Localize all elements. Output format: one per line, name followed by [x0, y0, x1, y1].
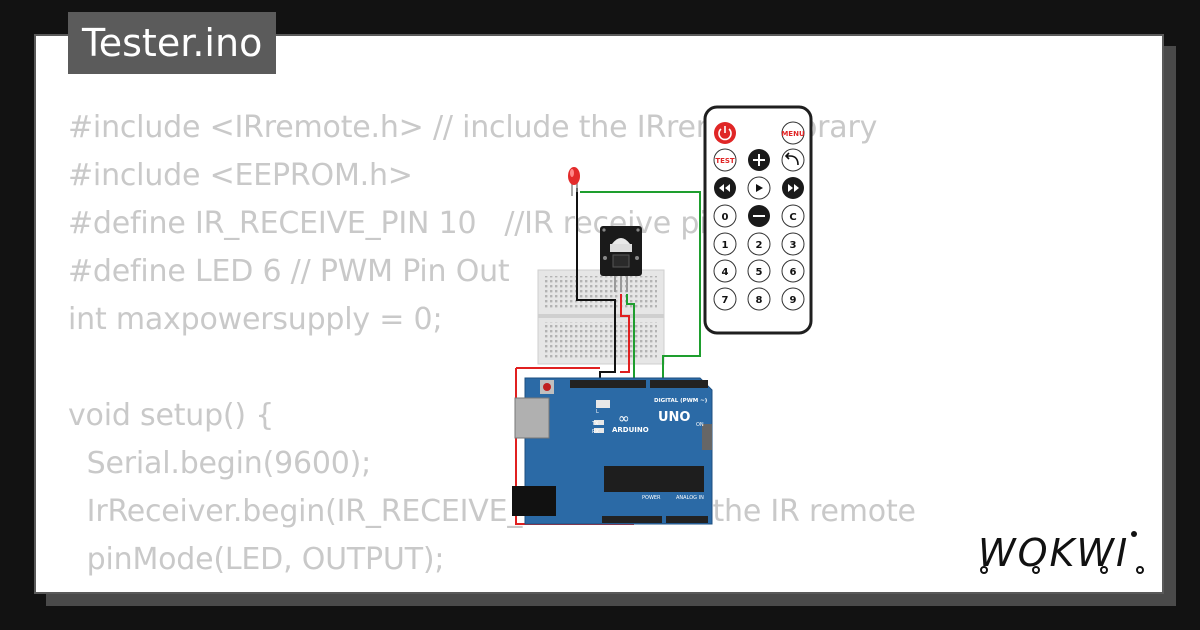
header-power	[602, 516, 662, 523]
svg-text:2: 2	[756, 240, 763, 251]
project-title: Tester.ino	[68, 12, 277, 74]
svg-text:9: 9	[790, 295, 797, 306]
key-1	[713, 232, 737, 256]
key-3	[781, 232, 805, 256]
svg-text:1: 1	[722, 240, 729, 251]
key-4	[713, 259, 737, 283]
svg-text:MENU: MENU	[781, 130, 805, 138]
code-line: Serial.begin("IR remote"); // Volume don…	[68, 584, 916, 592]
breadboard	[537, 269, 665, 365]
key-7	[713, 287, 737, 311]
l-label: L	[596, 409, 599, 415]
svg-text:4: 4	[722, 267, 729, 278]
key-5	[747, 259, 771, 283]
analog-label: ANALOG IN	[676, 495, 704, 501]
key-8	[747, 287, 771, 311]
reset-button	[543, 383, 551, 391]
header-analog	[666, 516, 708, 523]
svg-text:6: 6	[790, 267, 797, 278]
svg-text:7: 7	[722, 295, 729, 306]
svg-text:0: 0	[722, 212, 729, 223]
header-top-right	[650, 380, 708, 388]
atmega-chip	[604, 466, 704, 492]
infinity-logo: ∞	[618, 411, 630, 427]
svg-text:5: 5	[756, 267, 763, 278]
tx-label: TX	[591, 421, 599, 427]
board-name: UNO	[658, 410, 691, 425]
key-0	[713, 204, 737, 228]
test-button	[713, 148, 737, 172]
code-line: #include <EEPROM.h>	[68, 158, 413, 193]
svg-text:C: C	[789, 212, 796, 223]
rx-label: RX	[592, 429, 599, 435]
on-label: ON	[696, 422, 704, 428]
code-line: #define LED 6 // PWM Pin Out	[68, 254, 510, 289]
board-brand: ARDUINO	[612, 426, 649, 434]
usb-port	[514, 397, 550, 439]
wire-black	[576, 188, 616, 380]
wire-red-1	[620, 294, 630, 373]
header-top-left	[570, 380, 646, 388]
wire-green-2	[626, 294, 635, 380]
code-line: IrReceiver.begin(IR_RECEIVE_PIN); // Sta…	[68, 494, 916, 529]
ir-receiver	[600, 226, 642, 292]
wire-green	[580, 191, 701, 380]
ir-remote: MENU TEST 0 C 1 2 3 4	[703, 105, 813, 335]
svg-text:TEST: TEST	[715, 157, 735, 165]
code-line: pinMode(LED, OUTPUT);	[68, 542, 445, 577]
led-component	[568, 167, 580, 196]
key-2	[747, 232, 771, 256]
code-line: int maxpowersupply = 0;	[68, 302, 443, 337]
key-c	[781, 204, 805, 228]
power-jack	[512, 486, 556, 516]
power-label: POWER	[642, 495, 661, 501]
key-6	[781, 259, 805, 283]
svg-text:8: 8	[756, 295, 763, 306]
code-line: Serial.begin(9600);	[68, 446, 372, 481]
menu-button	[781, 121, 805, 145]
arduino-board: ∞ UNO ARDUINO DIGITAL (PWM ~) POWER ANAL…	[512, 377, 713, 525]
code-line: void setup() {	[68, 398, 275, 433]
svg-text:3: 3	[790, 240, 797, 251]
wokwi-logo[interactable]: WOKWI	[976, 524, 1156, 584]
digital-label: DIGITAL (PWM ~)	[654, 398, 708, 404]
key-9	[781, 287, 805, 311]
back-icon	[781, 148, 805, 172]
